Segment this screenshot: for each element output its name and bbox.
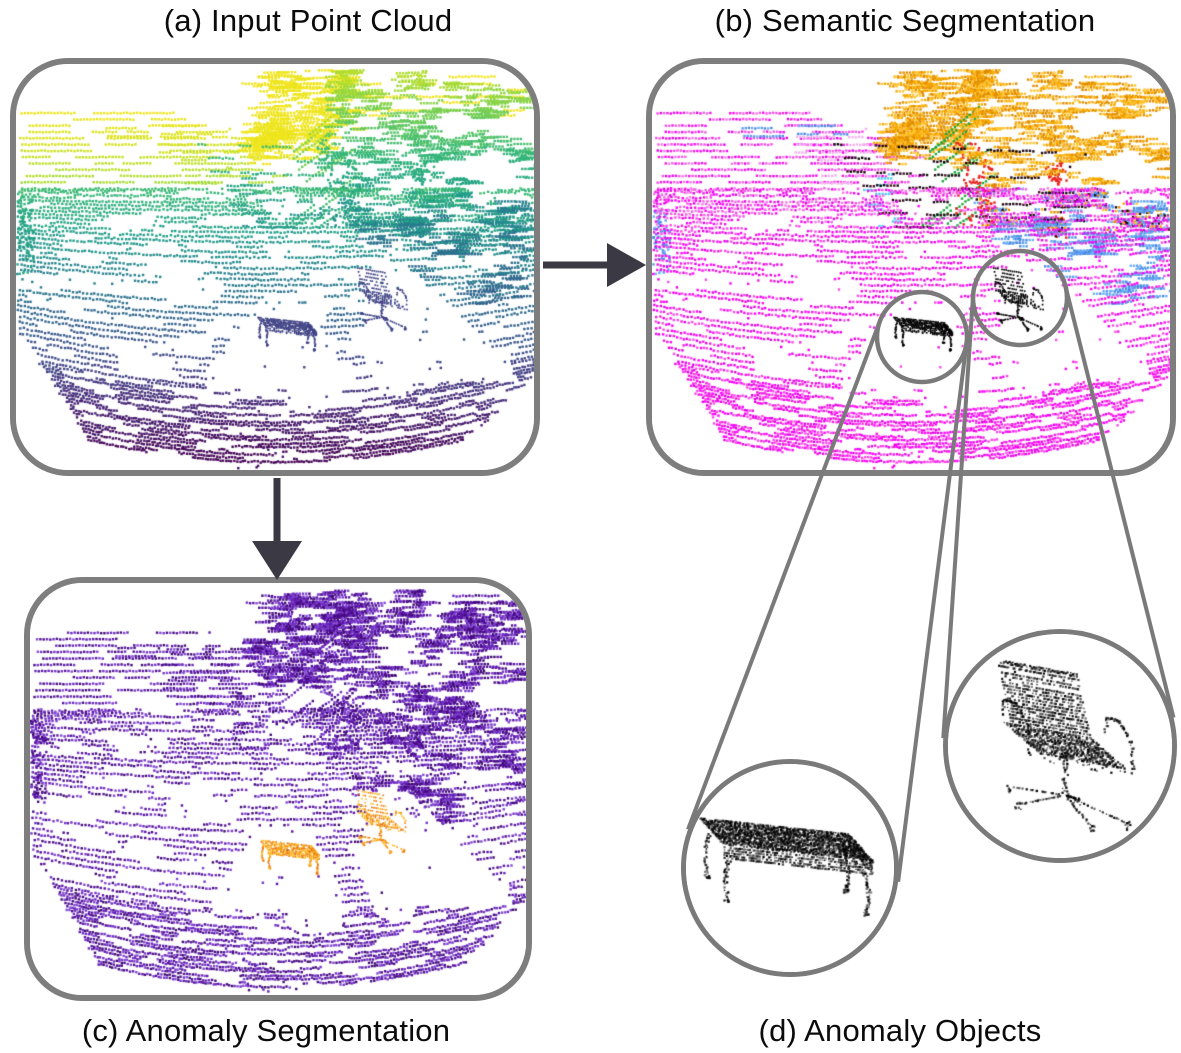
anomaly-table-canvas: [686, 764, 894, 972]
panel-semantic-segmentation: [646, 58, 1176, 476]
panel-input-point-cloud: [10, 58, 540, 476]
caption-semantic-segmentation: (b) Semantic Segmentation: [714, 3, 1096, 38]
arrow-right-icon: [543, 243, 646, 287]
caption-anomaly-objects: (d) Anomaly Objects: [758, 1013, 1042, 1048]
caption-anomaly-segmentation: (c) Anomaly Segmentation: [81, 1013, 451, 1048]
lens-circle-table: [681, 759, 899, 977]
caption-input-point-cloud: (a) Input Point Cloud: [163, 3, 453, 38]
arrow-down-icon: [252, 478, 302, 580]
panel-anomaly-segmentation: [24, 577, 532, 1001]
anomaly-segmentation-canvas: [30, 583, 526, 995]
lens-circle-chair: [943, 629, 1177, 863]
input-point-cloud-canvas: [16, 64, 534, 470]
semantic-segmentation-canvas: [652, 64, 1170, 470]
anomaly-chair-canvas: [948, 634, 1172, 858]
